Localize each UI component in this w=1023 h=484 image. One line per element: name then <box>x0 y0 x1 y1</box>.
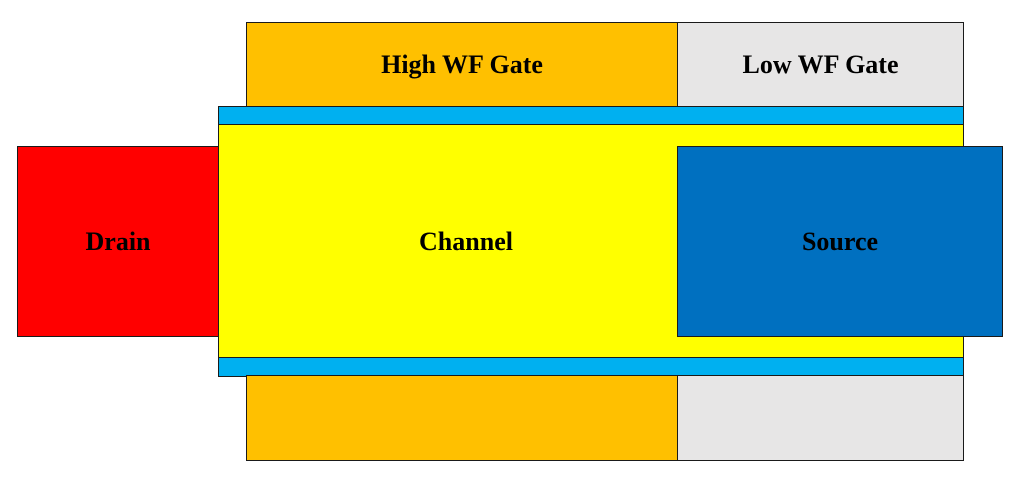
drain-region: Drain <box>17 146 219 337</box>
high-wf-gate-top: High WF Gate <box>246 22 678 108</box>
drain-label: Drain <box>85 226 151 256</box>
source-label: Source <box>801 226 879 256</box>
high-wf-gate-label: High WF Gate <box>381 50 543 79</box>
gate-oxide-bottom <box>218 357 964 377</box>
low-wf-gate-bottom <box>677 375 964 461</box>
source-region: Source <box>677 146 1003 337</box>
low-wf-gate-top: Low WF Gate <box>677 22 964 108</box>
high-wf-gate-bottom <box>246 375 678 461</box>
channel-label: Channel <box>419 226 513 256</box>
low-wf-gate-label: Low WF Gate <box>742 50 899 79</box>
gate-oxide-top <box>218 106 964 126</box>
